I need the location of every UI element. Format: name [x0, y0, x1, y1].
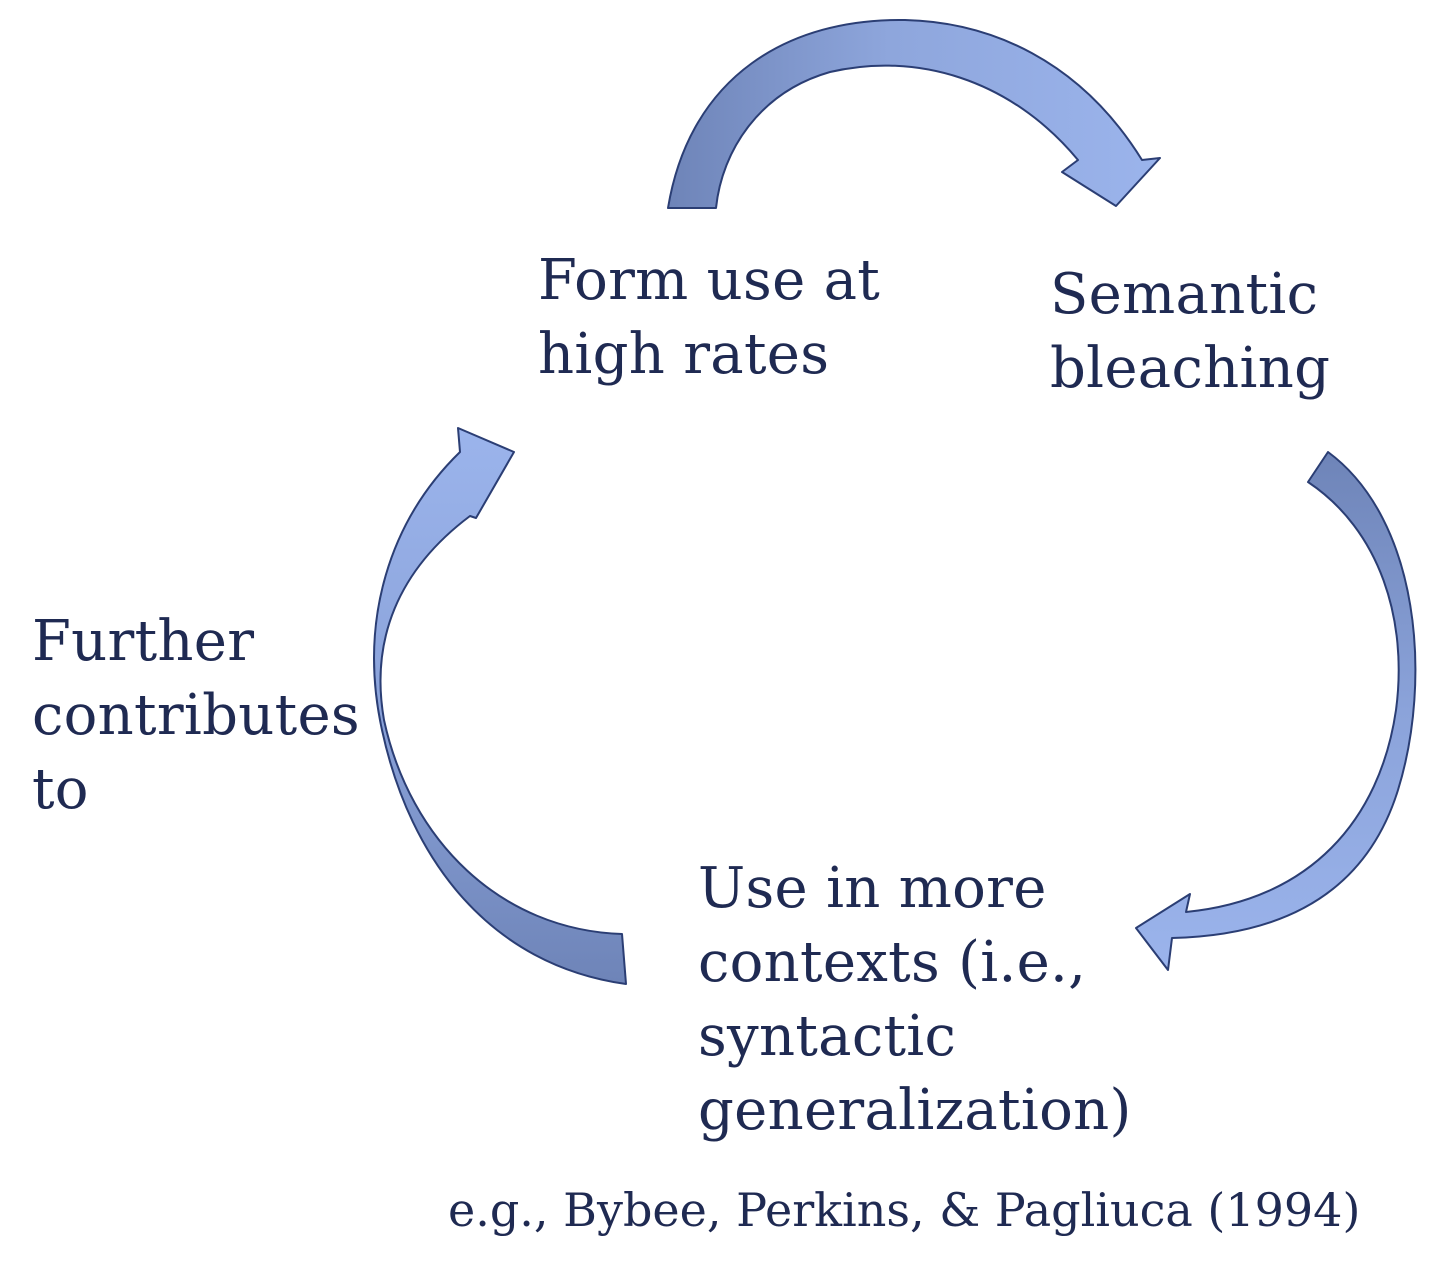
citation: e.g., Bybee, Perkins, & Pagliuca (1994) [448, 1183, 1361, 1237]
arrow-form-to-semantic [667, 18, 1161, 209]
node-use-in-more-contexts: Use in more contexts (i.e., syntactic ge… [698, 852, 1132, 1148]
edge-label-line-3: to [32, 757, 89, 822]
node-use-line-2: contexts (i.e., [698, 930, 1087, 995]
node-use-line-3: syntactic [698, 1004, 957, 1069]
arrow-semantic-to-use [1135, 451, 1417, 971]
node-semantic-bleaching-line-2: bleaching [1050, 336, 1331, 401]
edge-label-further-contributes: Further contributes to [32, 605, 360, 827]
edge-label-line-1: Further [32, 609, 255, 674]
node-form-use-line-1: Form use at [538, 248, 881, 313]
node-semantic-bleaching: Semantic bleaching [1050, 258, 1330, 406]
node-use-line-4: generalization) [698, 1078, 1132, 1143]
node-form-use-line-2: high rates [538, 322, 830, 387]
node-form-use: Form use at high rates [538, 244, 880, 392]
arrow-use-to-form [373, 427, 627, 985]
node-semantic-bleaching-line-1: Semantic [1050, 262, 1319, 327]
edge-label-line-2: contributes [32, 683, 360, 748]
node-use-line-1: Use in more [698, 856, 1047, 921]
